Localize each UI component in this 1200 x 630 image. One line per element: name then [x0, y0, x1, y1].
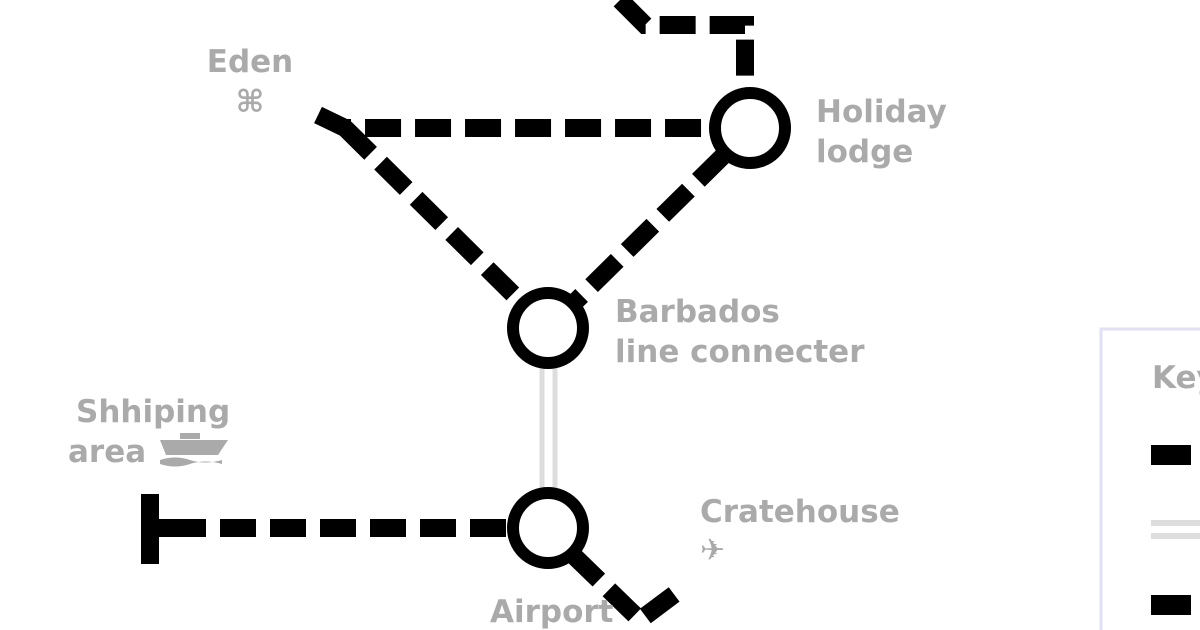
eden-label: Eden	[207, 44, 293, 80]
ship-icon	[160, 433, 228, 467]
holiday-label-2: lodge	[816, 134, 913, 170]
key-swatch-connector-a	[1151, 520, 1200, 526]
cratehouse-label: Cratehouse	[700, 494, 900, 530]
station-holiday-lodge[interactable]	[709, 87, 791, 169]
key-swatch-solid	[1151, 595, 1191, 615]
holiday-barbados-line	[568, 148, 731, 309]
airplane-icon: ✈	[700, 533, 725, 568]
barbados-label-1: Barbados	[615, 294, 780, 330]
airport-label: Airport	[490, 594, 614, 630]
key-title: Key	[1152, 360, 1200, 396]
key-swatch-dashed	[1151, 445, 1191, 465]
station-airport[interactable]	[507, 487, 589, 569]
holiday-label-1: Holiday	[816, 94, 947, 130]
station-barbados[interactable]	[507, 287, 589, 369]
barbados-label-2: line connecter	[615, 334, 865, 370]
top-line	[613, 0, 754, 78]
eden-command-icon: ⌘	[236, 84, 265, 120]
eden-holiday-line	[314, 106, 712, 137]
terminal-bar	[141, 494, 172, 564]
key-swatch-connector-b	[1151, 533, 1200, 539]
airport-southeast-line	[566, 548, 686, 630]
eden-barbados-line	[338, 121, 529, 310]
key-legend: Key	[1099, 327, 1200, 630]
shipping-label-2: area	[68, 434, 146, 470]
shipping-label-1: Shhiping	[76, 394, 230, 430]
